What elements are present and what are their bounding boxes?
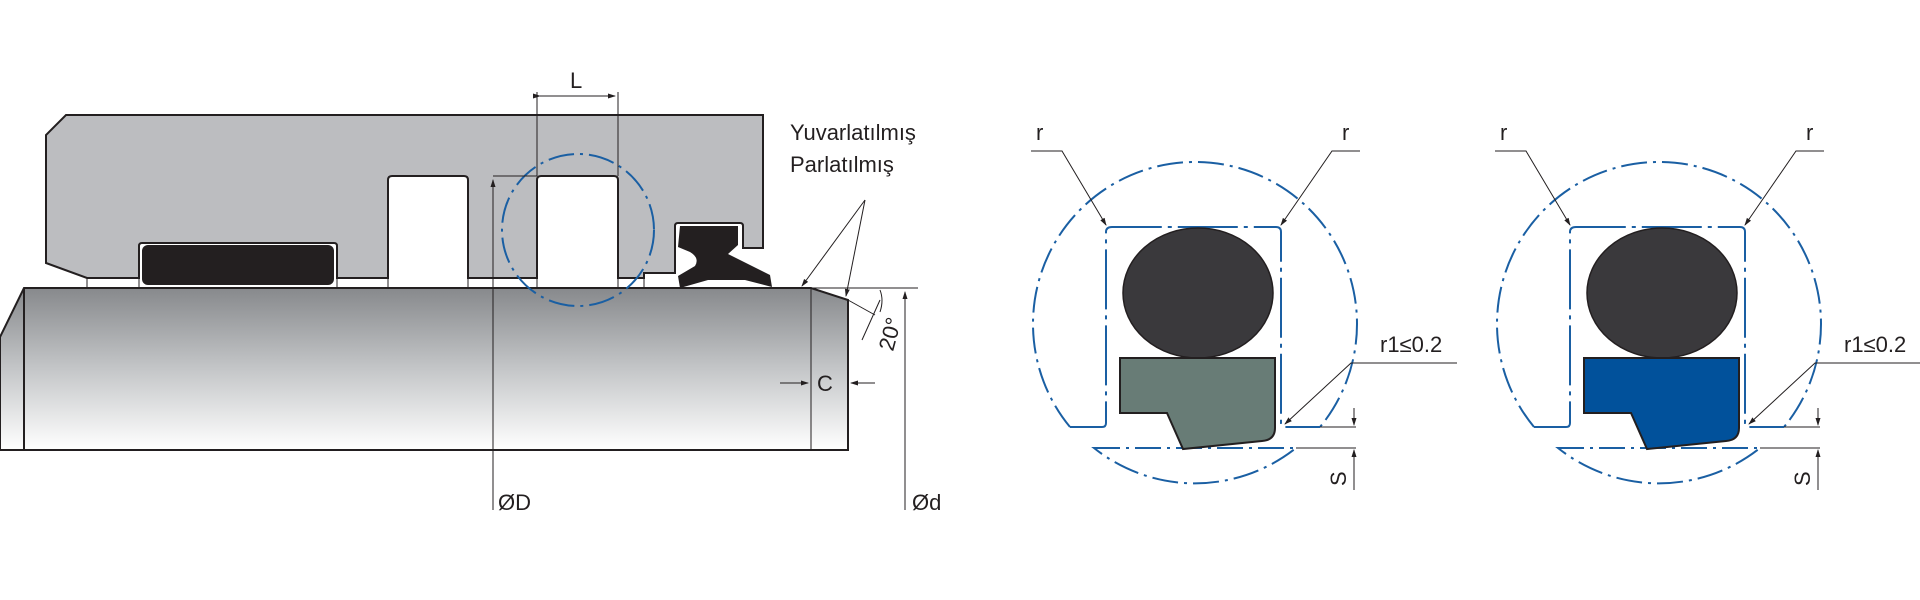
detail-circle <box>1032 160 1358 428</box>
leaders <box>1495 150 1920 490</box>
detail-circle-marker <box>501 153 655 307</box>
label-r1: r1≤0.2 <box>1844 332 1906 357</box>
detail-circle-bottom <box>1091 447 1299 485</box>
chamfer-angle: 20° <box>847 289 907 354</box>
label-d: Ød <box>912 490 941 515</box>
label-r-right: r <box>1806 120 1813 145</box>
detail-circle <box>1496 160 1822 428</box>
dimension-C: C <box>780 288 875 450</box>
label-L: L <box>570 68 582 93</box>
piston-rod <box>0 287 849 451</box>
o-ring <box>1122 227 1274 359</box>
groove-extension-lines <box>86 278 645 288</box>
rod-seal-black <box>142 245 334 285</box>
label-D: ØD <box>498 490 531 515</box>
label-angle: 20° <box>874 315 907 354</box>
label-r-right: r <box>1342 120 1349 145</box>
detail-circle-bottom <box>1555 447 1763 485</box>
label-r1: r1≤0.2 <box>1380 332 1442 357</box>
groove-outline <box>1070 226 1320 428</box>
label-S: S <box>1326 471 1351 486</box>
detail-view-blue: r r r1≤0.2 S <box>1495 120 1920 490</box>
dimension-L: L <box>533 68 619 176</box>
label-r-left: r <box>1036 120 1043 145</box>
o-ring <box>1586 227 1738 359</box>
slipper-ring-green <box>1119 357 1276 451</box>
label-C: C <box>817 371 833 396</box>
surface-note: Yuvarlatılmış Parlatılmış <box>790 120 916 297</box>
note-rounded: Yuvarlatılmış <box>790 120 916 145</box>
label-S: S <box>1790 471 1815 486</box>
wiper-seal <box>678 226 772 288</box>
note-polished: Parlatılmış <box>790 152 894 177</box>
groove-outline <box>1534 226 1784 428</box>
dimension-d: Ød <box>811 287 941 515</box>
dimension-D: ØD <box>490 175 537 515</box>
slipper-ring-blue <box>1583 357 1740 451</box>
leaders <box>1031 150 1457 490</box>
left-assembly-drawing: L ØD Ød C 20° Y <box>0 68 941 515</box>
detail-view-green: r r r1≤0.2 S <box>1031 120 1457 490</box>
label-r-left: r <box>1500 120 1507 145</box>
